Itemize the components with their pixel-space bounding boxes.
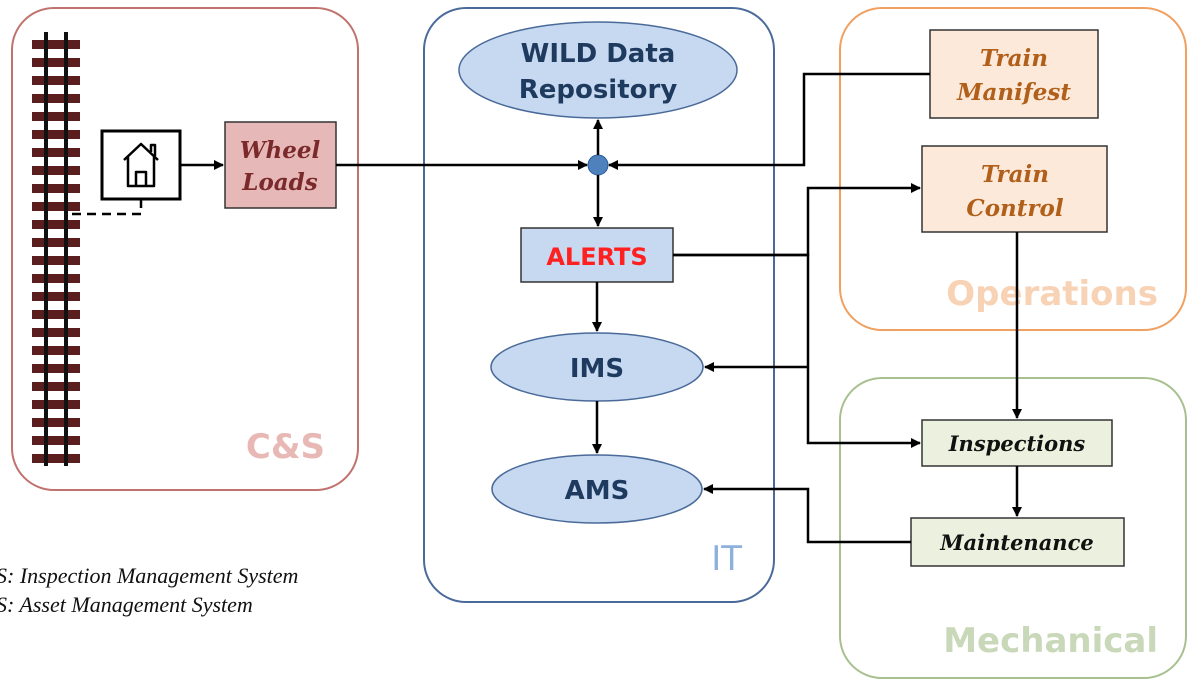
rail-tie [32,112,80,121]
wayside-detector [66,129,182,216]
rail-tie [32,94,80,103]
rail-tie [32,310,80,319]
rail-tie [32,382,80,391]
train-manifest-box [929,29,1099,119]
operations-group-label: Operations [946,274,1158,314]
maintenance-to-ams-arrow [703,484,911,544]
connectors [180,72,1022,544]
inspections-box [921,419,1113,467]
train-manifest-label-line2: Manifest [956,79,1071,106]
rail-tie [32,220,80,229]
train-control-label-line1: Train [981,161,1049,188]
rail-tie [32,346,80,355]
rail-tie [32,328,80,337]
train-control-label-line2: Control [966,195,1063,222]
train-control-box [921,145,1108,233]
house-icon [123,142,159,188]
ims-label: IMS [570,354,624,384]
legend-ims: S: Inspection Management System [0,563,298,588]
rail-tie [32,184,80,193]
rail-tie [32,202,80,211]
rail-tie [32,40,80,49]
rail-tie [32,400,80,409]
rail-tie [32,166,80,175]
hub-junction [587,154,609,176]
rail-tie [32,76,80,85]
rail-tie [32,256,80,265]
rail-track [32,32,80,466]
alerts-label: ALERTS [546,243,647,271]
cs-group-label: C&S [246,427,325,467]
rail-tie [32,58,80,67]
rail-tie [32,454,80,463]
it-group-label: IT [711,539,742,579]
maintenance-box [910,517,1125,567]
manifest-to-hub-arrow [608,72,930,170]
it-group [423,7,775,603]
alerts-to-inspections-arrow [673,253,921,448]
ams-label: AMS [565,476,630,506]
wild-data-repository [458,21,738,119]
wild-repo-label-line2: Repository [519,75,678,105]
rail-tie [32,238,80,247]
wheel-loads-label-line2: Loads [241,169,317,196]
inspections-label: Inspections [948,431,1086,456]
mechanical-group-label: Mechanical [943,621,1158,661]
wheel-loads-box [224,121,337,209]
rail-tie [32,418,80,427]
rail-tie [32,364,80,373]
wild-repo-label-line1: WILD Data [521,39,676,69]
ams-node [491,454,703,524]
rail-tie [32,130,80,139]
rail-tie [32,292,80,301]
rail-tie [32,274,80,283]
rail-tie [32,148,80,157]
legend-ams: S: Asset Management System [0,592,253,617]
wheel-loads-label-line1: Wheel [240,137,321,164]
rail-tie [32,436,80,445]
train-manifest-label-line1: Train [980,45,1048,72]
maintenance-label: Maintenance [939,530,1093,555]
alerts-box [520,227,674,283]
